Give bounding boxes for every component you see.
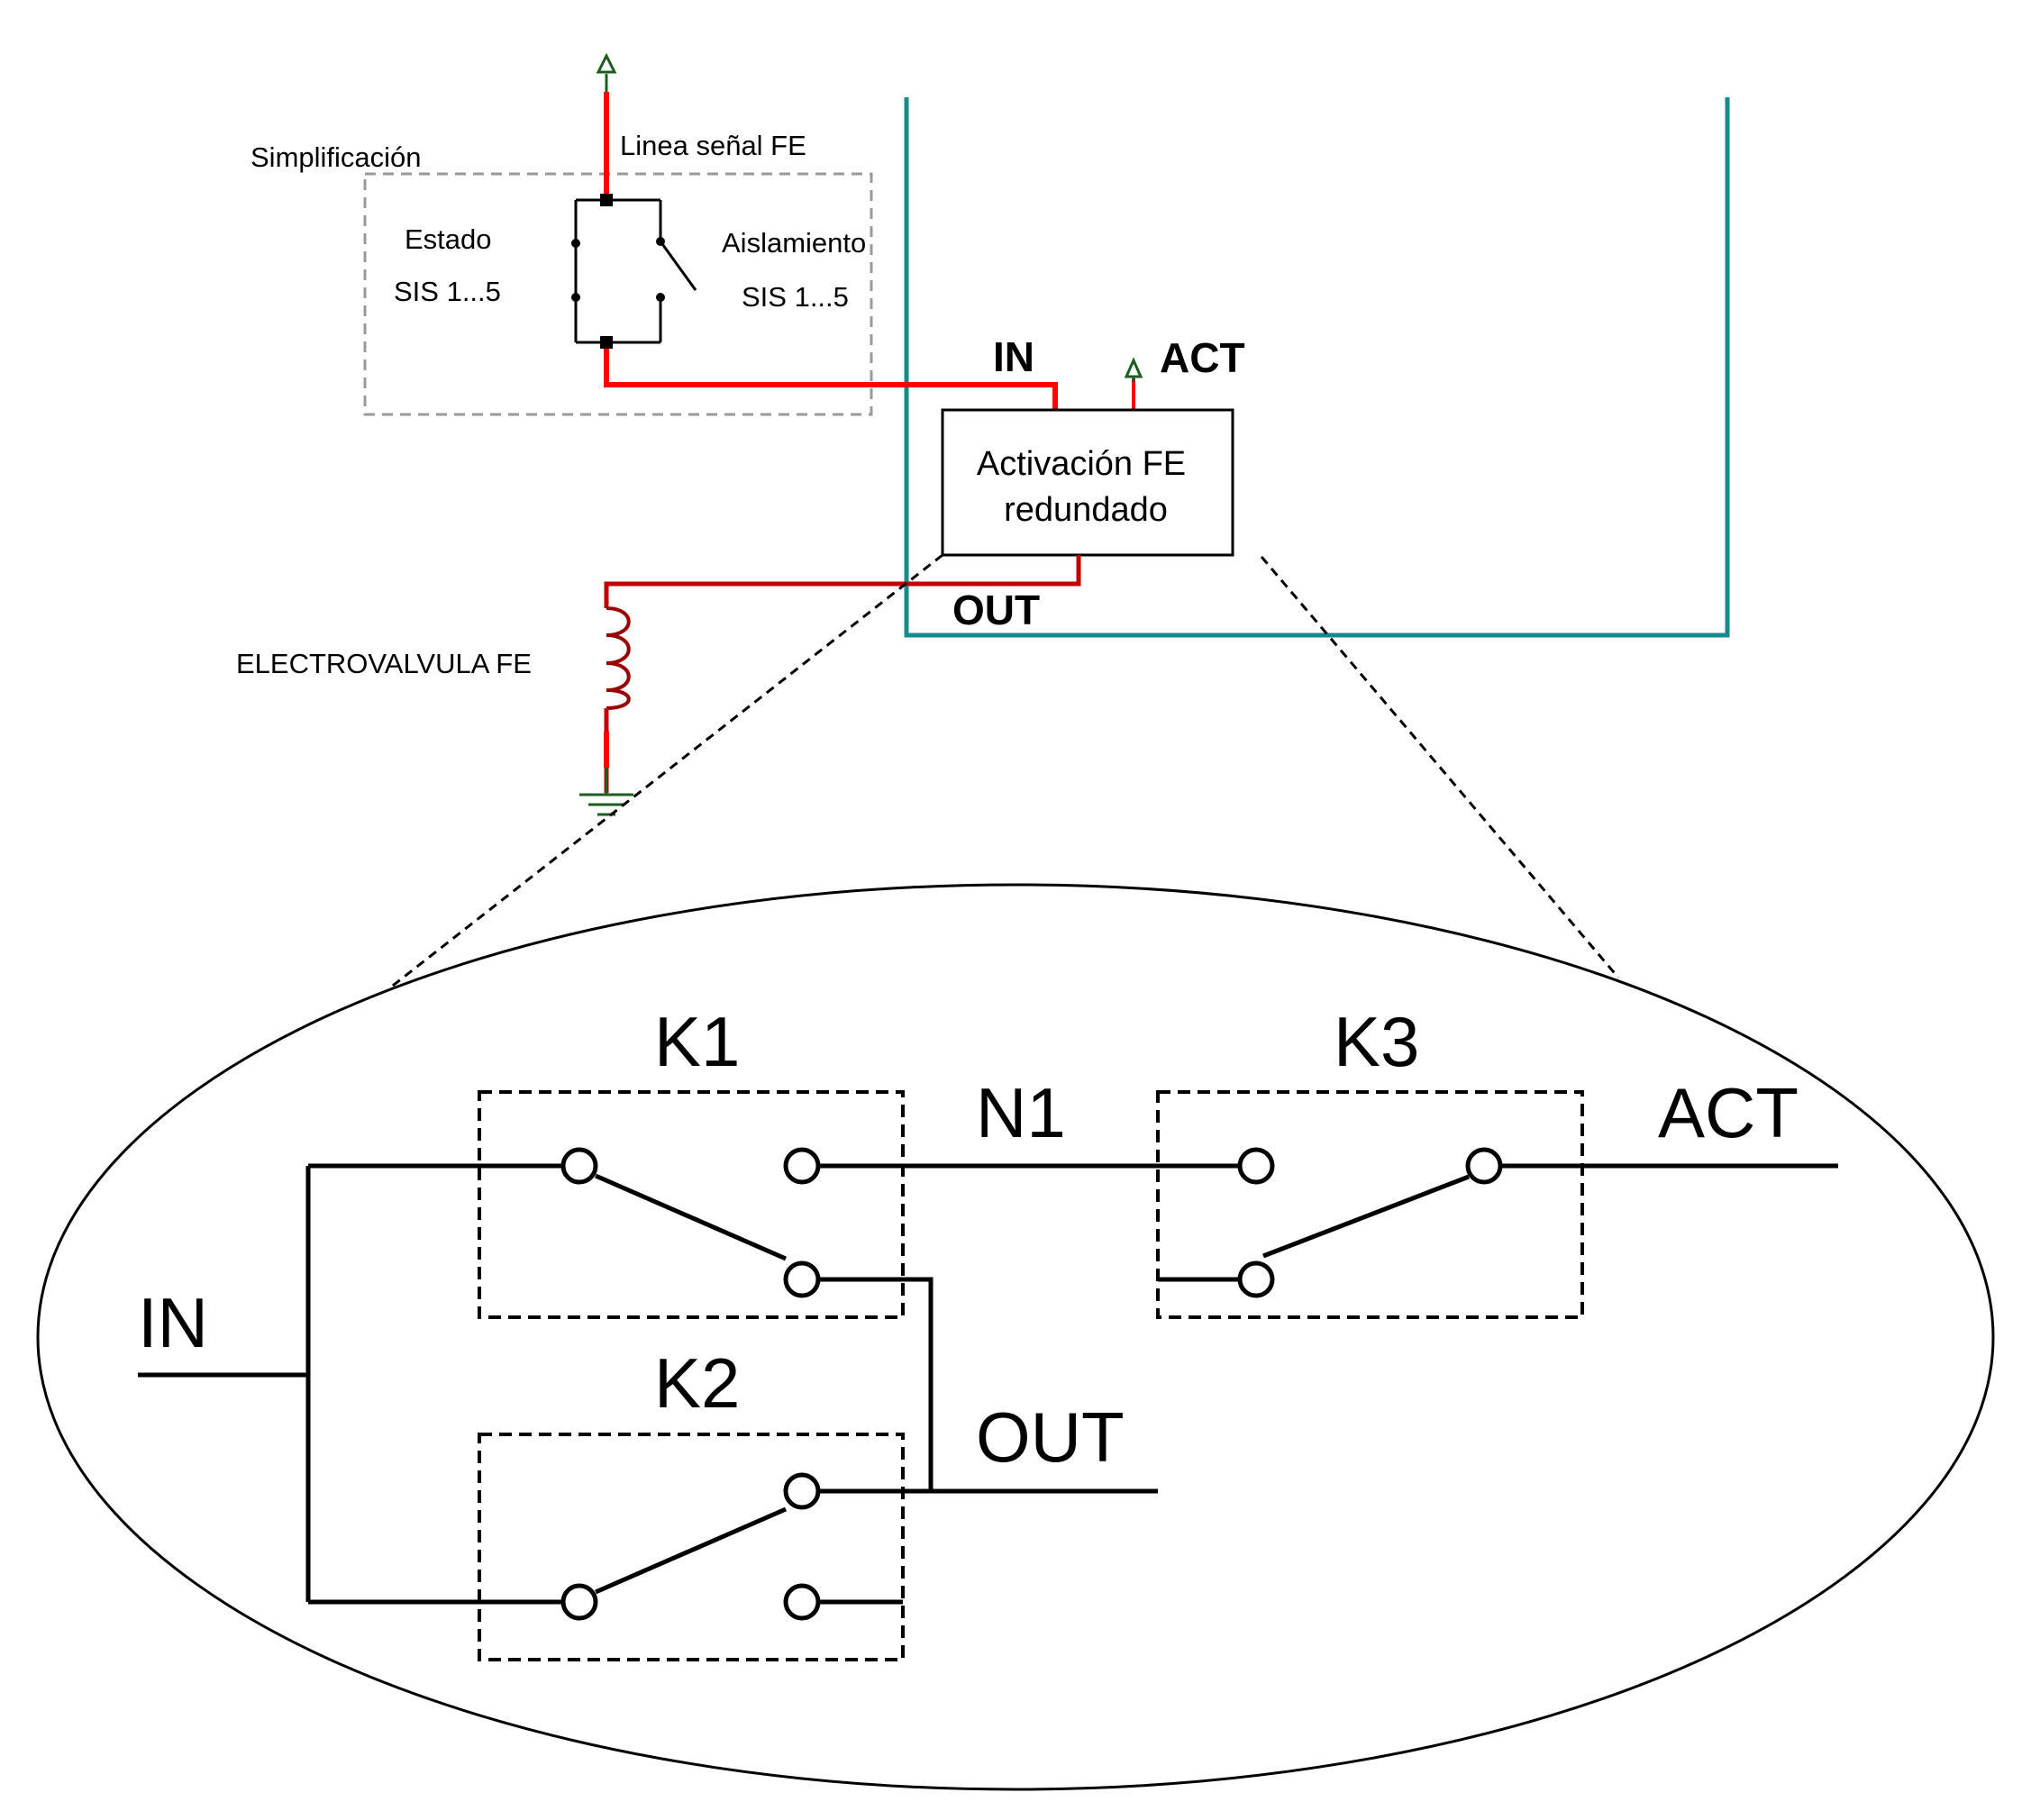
- k1-nc-terminal: [783, 1260, 821, 1298]
- ground-icon: [579, 768, 633, 816]
- k3-common-terminal: [1237, 1260, 1275, 1298]
- detail-wiring: [138, 1163, 1838, 1605]
- detail-out-label: OUT: [976, 1397, 1125, 1477]
- k3-n1-terminal: [1237, 1147, 1275, 1185]
- k3-relay-box: [1156, 1090, 1584, 1319]
- act-arrow-icon: [1124, 357, 1143, 382]
- block-title-line1: Activación FE: [977, 445, 1186, 483]
- relay-contact-terminals: [560, 1147, 1503, 1621]
- k2-upper-terminal: [783, 1472, 821, 1510]
- block-title-line2: redundado: [1004, 491, 1168, 529]
- k3-label: K3: [1334, 1002, 1419, 1081]
- detail-ellipse: [36, 883, 1995, 1791]
- signal-line-label: Linea señal FE: [620, 130, 806, 161]
- k3-act-terminal: [1465, 1147, 1503, 1185]
- contact-dots: [571, 194, 665, 349]
- k2-label: K2: [654, 1343, 740, 1423]
- k1-common-terminal: [560, 1147, 598, 1185]
- simplification-label: Simplificación: [250, 141, 422, 173]
- k1-label: K1: [654, 1002, 740, 1081]
- k2-common-terminal: [560, 1583, 598, 1621]
- block-out-label: OUT: [952, 587, 1040, 633]
- k2-lower-terminal: [783, 1583, 821, 1621]
- valve-label: ELECTROVALVULA FE: [236, 648, 532, 679]
- block-act-label: ACT: [1160, 334, 1245, 381]
- detail-act-label: ACT: [1658, 1073, 1799, 1152]
- solenoid-coil-icon: [606, 606, 631, 710]
- out-wire: [604, 555, 1081, 608]
- block-in-label: IN: [993, 333, 1034, 380]
- aislamiento-sis-label: SIS 1...5: [742, 281, 849, 313]
- n1-label: N1: [976, 1073, 1066, 1152]
- zoom-guide-right: [1260, 556, 1620, 978]
- aislamiento-label: Aislamiento: [722, 227, 866, 259]
- up-arrow-supply-icon: [596, 52, 617, 92]
- k1-no-terminal: [783, 1147, 821, 1185]
- zoom-guide-left: [388, 553, 943, 990]
- estado-label: Estado: [405, 223, 492, 255]
- k2-relay-box: [478, 1433, 905, 1661]
- teal-frame: [904, 97, 1730, 638]
- estado-sis-label: SIS 1...5: [394, 276, 501, 307]
- k1-relay-box: [478, 1090, 905, 1319]
- simplification-box: [363, 172, 873, 416]
- detail-in-label: IN: [138, 1283, 208, 1362]
- in-wire: [604, 349, 1058, 410]
- sis-contacts: [574, 198, 697, 344]
- fe-activation-block: [941, 408, 1234, 557]
